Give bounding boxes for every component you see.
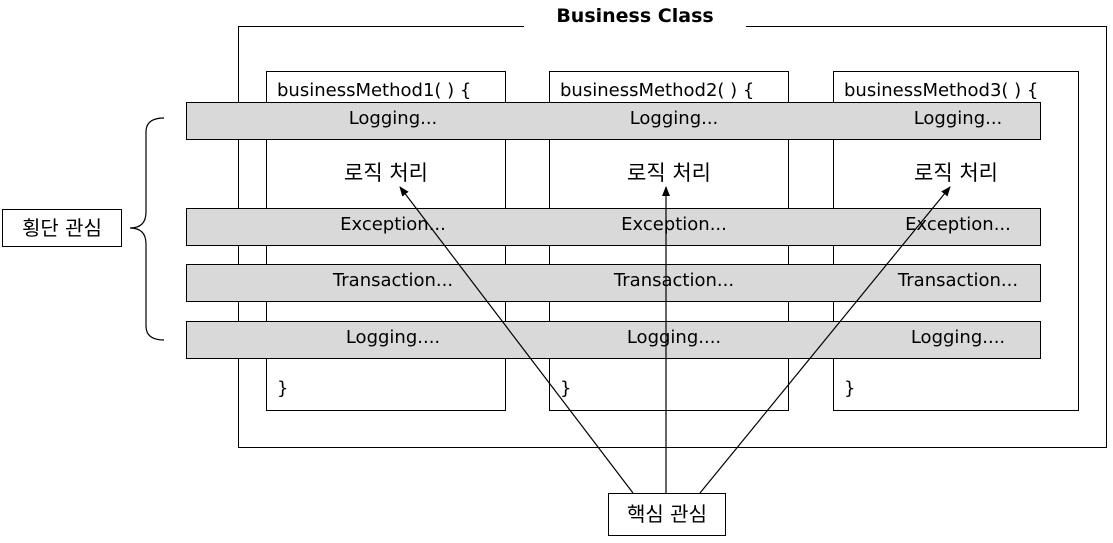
band-cell-logging-bottom-2: Logging.... xyxy=(626,327,722,348)
logic-text-1: 로직 처리 xyxy=(344,161,428,185)
band-cell-exception-2: Exception... xyxy=(621,214,727,235)
business-class-title: Business Class xyxy=(524,3,746,29)
band-cell-transaction-2: Transaction... xyxy=(613,270,735,291)
crosscutting-brace xyxy=(129,117,165,341)
method-closing-brace-2: } xyxy=(560,378,572,399)
band-cell-logging-1: Logging... xyxy=(348,108,438,129)
method-closing-brace-1: } xyxy=(277,378,289,399)
core-concern-label: 핵심 관심 xyxy=(608,493,726,536)
method-signature-1: businessMethod1( ) { xyxy=(277,80,472,101)
band-cell-exception-1: Exception... xyxy=(340,214,446,235)
band-cell-logging-bottom-3: Logging.... xyxy=(910,327,1006,348)
band-cell-logging-2: Logging... xyxy=(629,108,719,129)
band-cell-transaction-3: Transaction... xyxy=(897,270,1019,291)
crosscutting-concern-label: 횡단 관심 xyxy=(2,209,122,247)
logic-text-3: 로직 처리 xyxy=(914,161,998,185)
band-cell-logging-bottom-1: Logging.... xyxy=(345,327,441,348)
method-closing-brace-3: } xyxy=(844,378,856,399)
method-signature-3: businessMethod3( ) { xyxy=(844,80,1039,101)
band-cell-logging-3: Logging... xyxy=(913,108,1003,129)
method-signature-2: businessMethod2( ) { xyxy=(560,80,755,101)
band-cell-exception-3: Exception... xyxy=(905,214,1011,235)
band-logging-top xyxy=(186,102,1041,140)
band-cell-transaction-1: Transaction... xyxy=(332,270,454,291)
logic-text-2: 로직 처리 xyxy=(627,161,711,185)
